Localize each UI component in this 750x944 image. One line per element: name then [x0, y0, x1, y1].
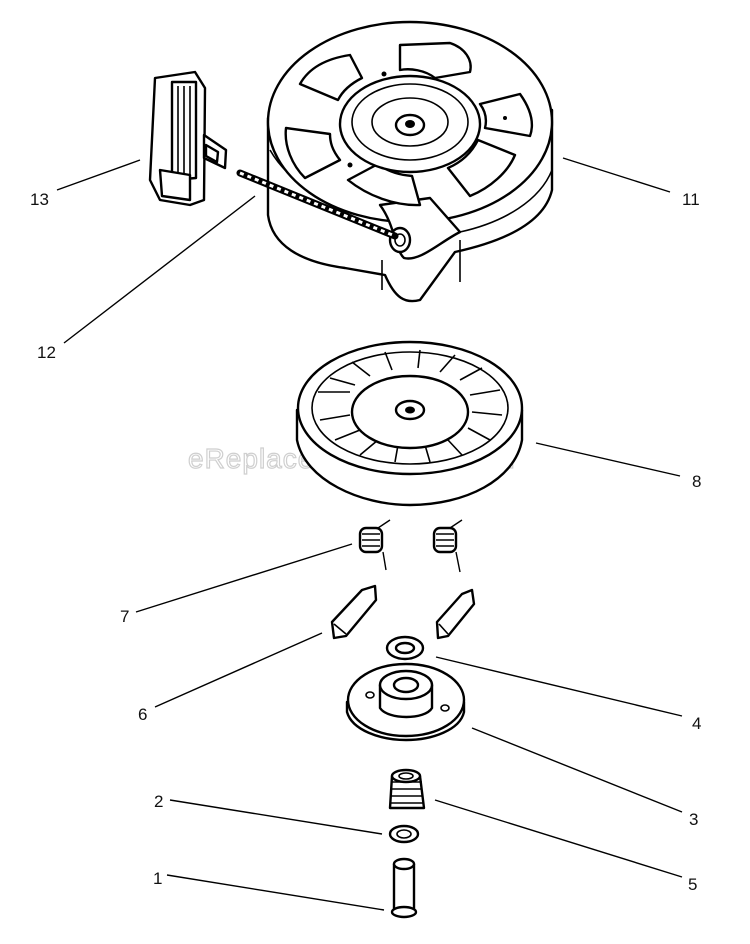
- compression-spring: [388, 768, 426, 810]
- callout-2: 2: [154, 792, 163, 811]
- spring-right: [432, 519, 463, 573]
- small-washer: [388, 824, 420, 844]
- callout-7: 7: [120, 607, 129, 626]
- reel-housing: [266, 20, 554, 303]
- retainer: [345, 662, 466, 742]
- spring-left: [358, 519, 391, 571]
- callout-13: 13: [30, 190, 49, 209]
- starter-handle: [148, 70, 228, 207]
- callout-1: 1: [153, 869, 162, 888]
- callout-5: 5: [688, 875, 697, 894]
- leader-lines: [56, 157, 683, 911]
- washer: [385, 635, 425, 661]
- callout-4: 4: [692, 714, 701, 733]
- pulley: [295, 340, 524, 507]
- callout-11: 11: [682, 190, 700, 209]
- callout-12: 12: [37, 343, 56, 362]
- pin: [390, 857, 418, 919]
- pawl-left: [330, 584, 378, 640]
- callout-3: 3: [689, 810, 698, 829]
- callout-8: 8: [692, 472, 701, 491]
- pawl-right: [435, 588, 476, 640]
- callout-6: 6: [138, 705, 147, 724]
- rope: [236, 169, 399, 240]
